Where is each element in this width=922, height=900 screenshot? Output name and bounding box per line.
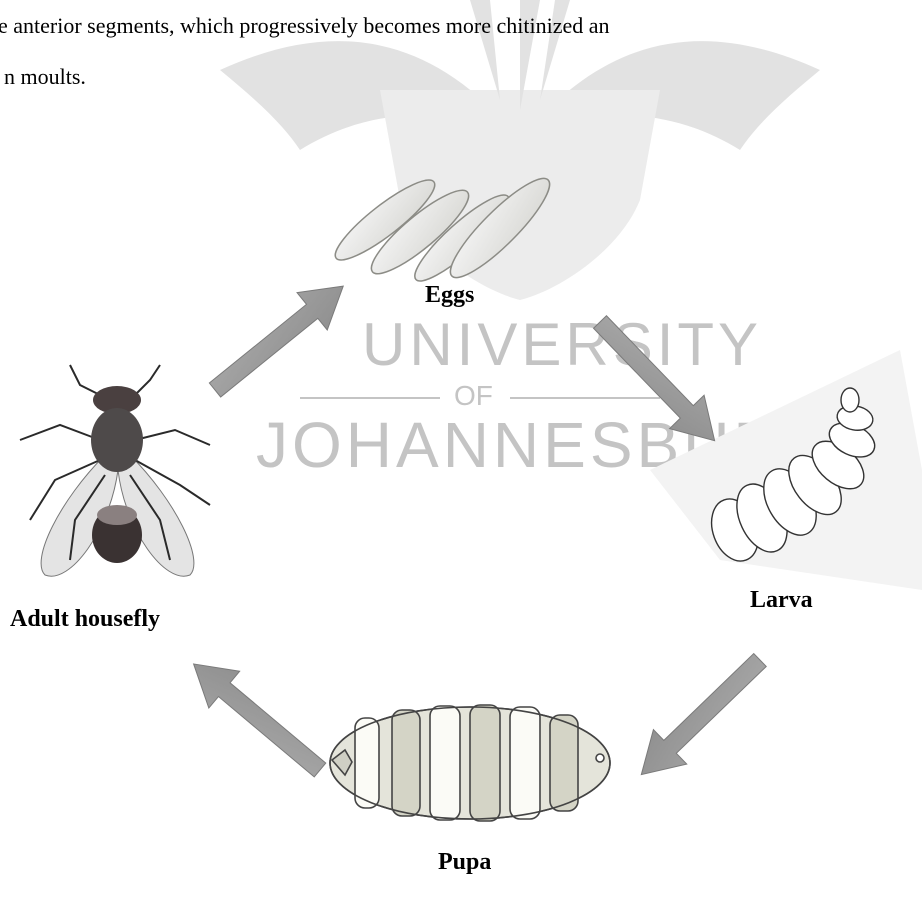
eggs-illustration bbox=[327, 168, 560, 291]
arrow-eggs-to-larva bbox=[583, 305, 732, 457]
arrow-adult-to-eggs bbox=[200, 268, 358, 409]
label-eggs: Eggs bbox=[425, 280, 474, 310]
label-larva: Larva bbox=[750, 585, 813, 615]
pupa-illustration bbox=[330, 705, 610, 821]
housefly-illustration bbox=[20, 365, 210, 576]
arrow-pupa-to-adult bbox=[178, 646, 335, 789]
label-adult-housefly: Adult housefly bbox=[10, 604, 160, 634]
label-pupa: Pupa bbox=[438, 847, 491, 877]
larva-illustration bbox=[650, 350, 922, 590]
arrow-larva-to-pupa bbox=[625, 643, 777, 792]
